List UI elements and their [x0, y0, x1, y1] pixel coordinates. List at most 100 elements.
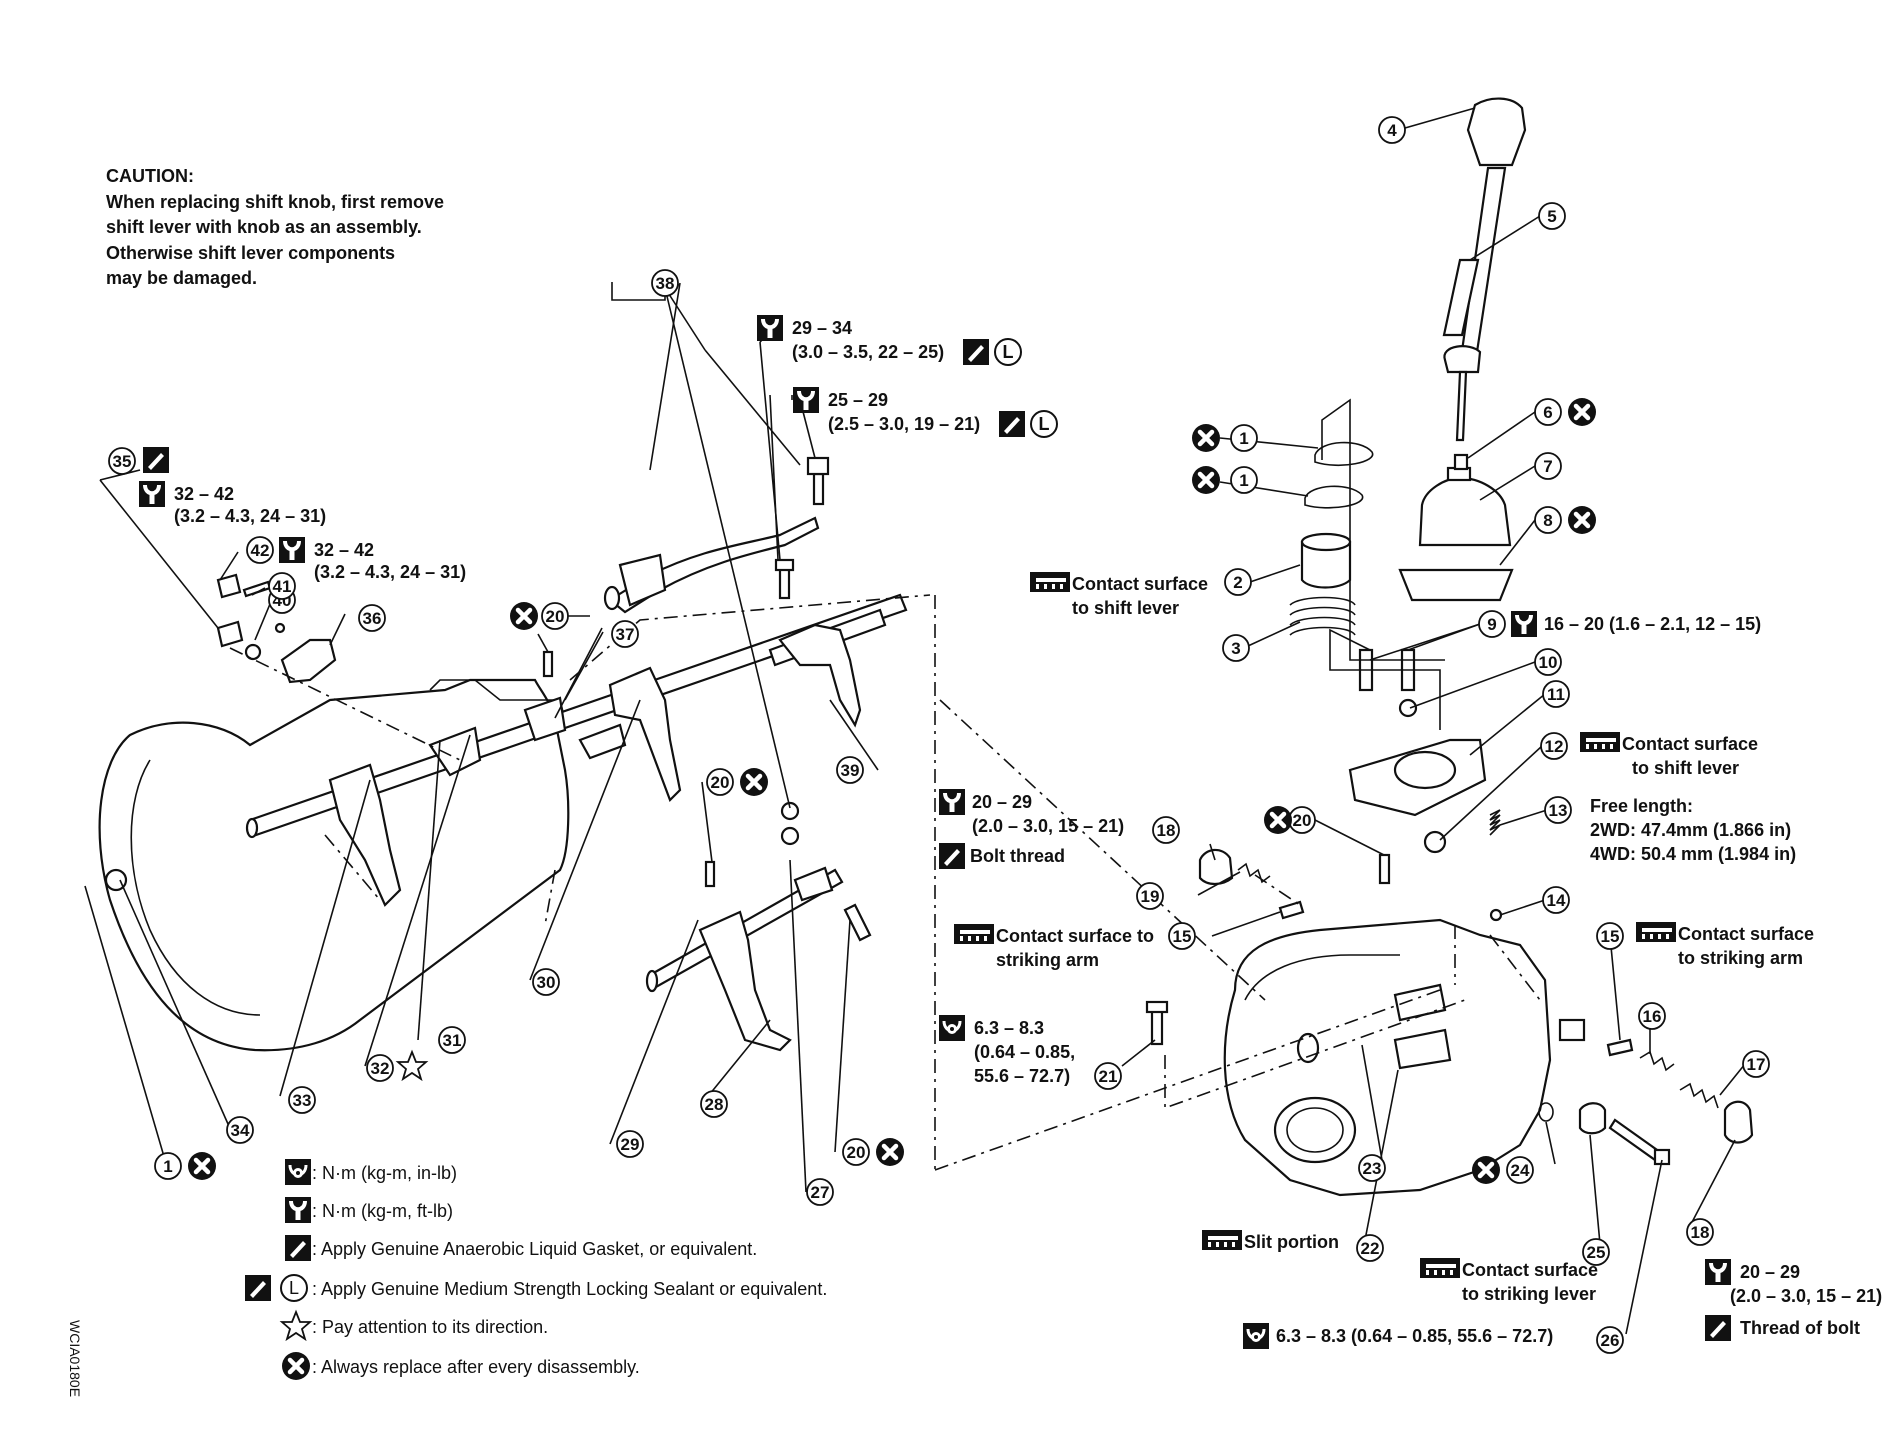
note-contact-shift-lever-2: Contact surface to shift lever	[1030, 572, 1208, 618]
callout-9: 9	[1478, 610, 1506, 638]
svg-text:(2.0 – 3.0, 15 – 21): (2.0 – 3.0, 15 – 21)	[1730, 1286, 1882, 1306]
svg-text:32: 32	[371, 1059, 390, 1078]
leader-lines	[84, 107, 1746, 1335]
svg-text:2WD: 47.4mm (1.866 in): 2WD: 47.4mm (1.866 in)	[1590, 820, 1791, 840]
spec-20-29-left: 20 – 29 (2.0 – 3.0, 15 – 21) Bolt thread	[937, 787, 1124, 869]
svg-text:1: 1	[163, 1157, 172, 1176]
svg-text:: N·m (kg-m, ft-lb): : N·m (kg-m, ft-lb)	[312, 1201, 453, 1221]
svg-text:4WD: 50.4 mm (1.984 in): 4WD: 50.4 mm (1.984 in)	[1590, 844, 1796, 864]
svg-text:17: 17	[1747, 1055, 1766, 1074]
svg-text:Thread of bolt: Thread of bolt	[1740, 1318, 1860, 1338]
svg-text:12: 12	[1545, 737, 1564, 756]
spec-35-gasket	[143, 447, 169, 473]
callout-20-a: 20	[541, 602, 569, 630]
sealant-icon	[1705, 1315, 1731, 1341]
callout-37: 37	[611, 620, 639, 648]
svg-text:9: 9	[1487, 615, 1496, 634]
spec-9: 16 – 20 (1.6 – 2.1, 12 – 15)	[1509, 609, 1761, 639]
part-artwork	[98, 97, 1754, 1197]
svg-text:24: 24	[1511, 1161, 1530, 1180]
svg-text:4: 4	[1387, 121, 1397, 140]
callout-23: 23	[1358, 1154, 1386, 1182]
svg-text:striking arm: striking arm	[996, 950, 1099, 970]
svg-text:: Pay attention to its directi: : Pay attention to its direction.	[312, 1317, 548, 1337]
callout-28: 28	[700, 1090, 728, 1118]
callout-17: 17	[1742, 1050, 1770, 1078]
svg-text:2: 2	[1233, 573, 1242, 592]
wrench-ftlb-icon	[755, 313, 785, 343]
wrench-ftlb-icon	[1509, 609, 1539, 639]
spec-32-42-b: 32 – 42 (3.2 – 4.3, 24 – 31)	[277, 535, 466, 582]
svg-text:15: 15	[1601, 927, 1620, 946]
replace-icon	[1192, 466, 1220, 494]
svg-text:16 – 20 (1.6 – 2.1, 12 – 15): 16 – 20 (1.6 – 2.1, 12 – 15)	[1544, 614, 1761, 634]
svg-text:14: 14	[1547, 891, 1566, 910]
svg-text:Contact surface: Contact surface	[1678, 924, 1814, 944]
svg-text:6.3 – 8.3 (0.64 – 0.85, 55.6 –: 6.3 – 8.3 (0.64 – 0.85, 55.6 – 72.7)	[1276, 1326, 1553, 1346]
callout-1-a: 1	[1230, 424, 1258, 452]
svg-text:: N·m (kg-m, in-lb): : N·m (kg-m, in-lb)	[312, 1163, 457, 1183]
callout-16: 16	[1638, 1002, 1666, 1030]
callout-31: 31	[438, 1026, 466, 1054]
grease-icon	[954, 924, 994, 944]
svg-text:25 – 29: 25 – 29	[828, 390, 888, 410]
svg-text:to shift lever: to shift lever	[1072, 598, 1179, 618]
svg-text:8: 8	[1543, 511, 1552, 530]
spec-6-3-left: 6.3 – 8.3 (0.64 – 0.85, 55.6 – 72.7)	[937, 1013, 1075, 1086]
svg-text:20 – 29: 20 – 29	[972, 792, 1032, 812]
callout-25: 25	[1582, 1238, 1610, 1266]
svg-text:26: 26	[1601, 1331, 1620, 1350]
note-contact-shift-lever-12: Contact surface to shift lever	[1580, 732, 1758, 778]
svg-text:7: 7	[1543, 457, 1552, 476]
callout-35: 35	[108, 447, 136, 475]
replace-icon	[1472, 1156, 1500, 1184]
svg-text:(3.2 – 4.3, 24 – 31): (3.2 – 4.3, 24 – 31)	[174, 506, 326, 526]
svg-text:20 – 29: 20 – 29	[1740, 1262, 1800, 1282]
svg-text:41: 41	[273, 577, 292, 596]
replace-icon	[282, 1352, 310, 1380]
svg-text:: Apply Genuine Medium Strengt: : Apply Genuine Medium Strength Locking …	[312, 1279, 827, 1299]
svg-text:27: 27	[811, 1183, 830, 1202]
svg-text:20: 20	[847, 1143, 866, 1162]
note-contact-striking-lever: Contact surface to striking lever	[1420, 1258, 1598, 1304]
star-icon	[281, 1311, 311, 1340]
callout-27: 27	[806, 1178, 834, 1206]
callout-18-b: 18	[1686, 1218, 1714, 1246]
svg-text:55.6 – 72.7): 55.6 – 72.7)	[974, 1066, 1070, 1086]
sealant-icon	[963, 339, 989, 365]
svg-text:39: 39	[841, 761, 860, 780]
torque-ftlb-icon	[283, 1195, 313, 1225]
svg-text:20: 20	[1293, 811, 1312, 830]
note-free-length: Free length: 2WD: 47.4mm (1.866 in) 4WD:…	[1590, 796, 1796, 864]
callout-30: 30	[532, 968, 560, 996]
callout-8: 8	[1534, 506, 1562, 534]
wrench-ftlb-icon	[791, 385, 821, 415]
svg-text:18: 18	[1157, 821, 1176, 840]
svg-text:to striking arm: to striking arm	[1678, 948, 1803, 968]
wrench-ftlb-icon	[937, 787, 967, 817]
note-slit-portion: Slit portion	[1202, 1230, 1339, 1252]
svg-text:35: 35	[113, 452, 132, 471]
svg-text:34: 34	[231, 1121, 250, 1140]
callout-36: 36	[358, 604, 386, 632]
callout-34: 34	[226, 1116, 254, 1144]
svg-text:33: 33	[293, 1091, 312, 1110]
svg-text:L: L	[289, 1278, 299, 1298]
callout-3: 3	[1222, 634, 1250, 662]
svg-text:15: 15	[1173, 927, 1192, 946]
sealant-icon	[999, 411, 1025, 437]
replace-icon	[1264, 806, 1292, 834]
callout-41: 41	[268, 572, 296, 600]
callout-14: 14	[1542, 886, 1570, 914]
svg-text:Free length:: Free length:	[1590, 796, 1693, 816]
legend-row-star: : Pay attention to its direction.	[281, 1311, 548, 1340]
sealant-icon	[939, 843, 965, 869]
svg-text:10: 10	[1539, 653, 1558, 672]
callout-32: 32	[366, 1054, 394, 1082]
callout-13: 13	[1544, 796, 1572, 824]
svg-text:(3.2 – 4.3, 24 – 31): (3.2 – 4.3, 24 – 31)	[314, 562, 466, 582]
replace-icon	[1568, 398, 1596, 426]
svg-text:31: 31	[443, 1031, 462, 1050]
svg-text:6.3 – 8.3: 6.3 – 8.3	[974, 1018, 1044, 1038]
svg-text:16: 16	[1643, 1007, 1662, 1026]
